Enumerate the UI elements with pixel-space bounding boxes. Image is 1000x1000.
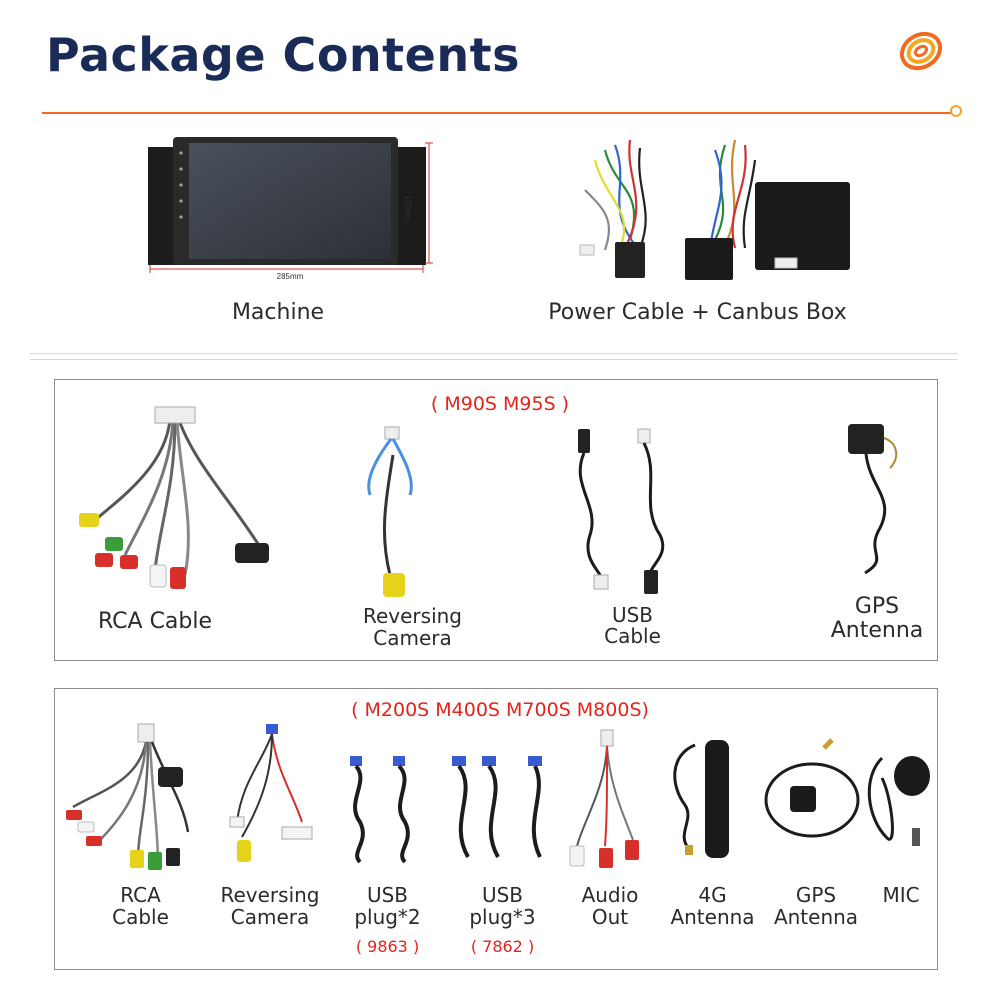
rca-cable-image (79, 406, 269, 589)
gps-antenna-caption-line-2: Antenna (830, 618, 924, 643)
machine-caption: Machine (231, 300, 325, 325)
usb-plug-3-image (452, 756, 542, 858)
reversing-camera-caption-line-1: Reversing (362, 604, 462, 628)
reversing-camera-2-caption-line-2: Camera (230, 905, 310, 929)
machine-image (148, 137, 433, 273)
power-cable-canbus-image (579, 139, 850, 280)
usb-plug-2-caption-line-1: USB (366, 883, 409, 907)
usb-cable-image (578, 428, 665, 594)
group-1-models-label: ( M90S M95S ) (430, 393, 570, 415)
mic-image (867, 756, 930, 846)
reversing-camera-2-caption-line-1: Reversing (220, 883, 320, 907)
accessory-group-2 (54, 688, 938, 970)
gps-antenna-image (848, 424, 898, 575)
section-divider (30, 353, 958, 354)
reversing-camera-2-image (229, 724, 313, 862)
accessory-group-1 (54, 379, 938, 661)
audio-out-image (569, 729, 639, 868)
usb-plug-2-caption-line-2: plug*2 (354, 905, 421, 929)
gps-antenna-2-caption-line-2: Antenna (773, 905, 859, 929)
mic-caption: MIC (882, 883, 920, 907)
gps-antenna-2-image (764, 738, 860, 838)
audio-out-caption-line-2: Out (591, 905, 629, 929)
usb-cable-caption-line-1: USB (611, 603, 654, 627)
gps-antenna-2-caption-line-1: GPS (795, 883, 837, 907)
reversing-camera-cable-image (367, 426, 413, 597)
4g-antenna-caption-line-2: Antenna (670, 905, 755, 929)
reversing-camera-caption-line-2: Camera (373, 626, 452, 650)
machine-height-dimension: 127mm (403, 195, 412, 222)
group-2-models-label: ( M200S M400S M700S M800S) (351, 699, 649, 721)
power-cable-caption: Power Cable + Canbus Box (548, 300, 847, 325)
rca-cable-2-caption-line-2: Cable (112, 905, 169, 929)
machine-width-dimension: 285mm (276, 272, 304, 281)
usb-plug-3-caption-line-1: USB (481, 883, 524, 907)
usb-plug-3-code: ( 7862 ) (470, 937, 535, 956)
section-divider (30, 359, 958, 360)
4g-antenna-caption-line-1: 4G (698, 883, 727, 907)
rca-cable-2-caption-line-1: RCA (120, 883, 161, 907)
rca-cable-caption: RCA Cable (97, 609, 213, 634)
4g-antenna-image (673, 740, 729, 858)
title-divider (42, 112, 952, 114)
usb-cable-caption-line-2: Cable (604, 624, 661, 648)
audio-out-caption-line-1: Audio (581, 883, 639, 907)
brand-logo-icon (899, 31, 943, 71)
title-divider-dot (950, 105, 962, 117)
usb-plug-2-image (350, 756, 410, 864)
usb-plug-3-caption-line-2: plug*3 (469, 905, 536, 929)
gps-antenna-caption-line-1: GPS (854, 594, 900, 619)
usb-plug-2-code: ( 9863 ) (355, 937, 420, 956)
rca-cable-2-image (66, 723, 190, 870)
page-title: Package Contents (46, 28, 520, 82)
